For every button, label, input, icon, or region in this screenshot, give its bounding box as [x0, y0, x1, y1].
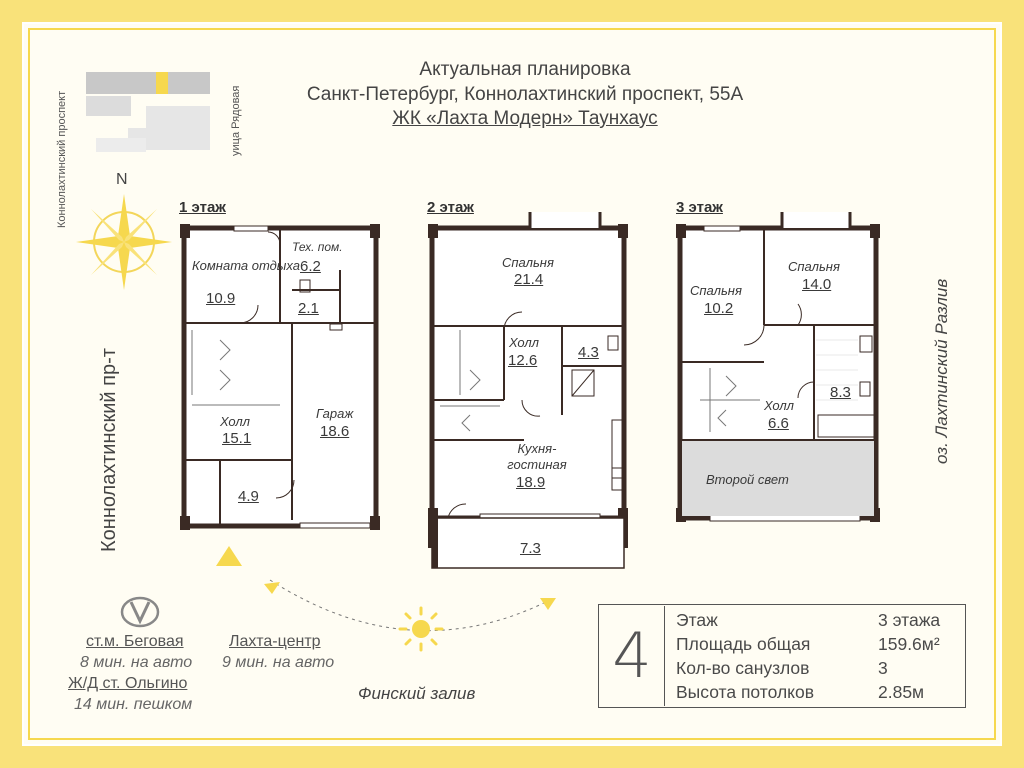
- f1-room-tech-area: 6.2: [300, 258, 321, 275]
- f1-room-tech-name: Тех. пом.: [292, 240, 343, 254]
- f3-room-bath-area: 8.3: [830, 384, 851, 401]
- f3-room-bedroom-large-area: 14.0: [802, 276, 832, 293]
- floor-3-plan: [676, 212, 880, 522]
- f2-room-kitchen-name: Кухня-гостиная: [507, 441, 567, 472]
- f1-room-vestibule-area: 4.9: [238, 488, 259, 505]
- f3-second-light-label: Второй свет: [706, 472, 789, 487]
- f1-room-garage-area: 18.6: [320, 423, 350, 440]
- f2-room-bath-area: 4.3: [578, 344, 599, 361]
- floor-2-label: 2 этаж: [427, 199, 474, 216]
- f1-room-lounge-name: Комната отдыха: [192, 258, 300, 273]
- gulf-label: Финский залив: [358, 684, 476, 703]
- lakhta-center-time: 9 мин. на авто: [222, 654, 335, 671]
- sun-path-arc: [264, 579, 556, 632]
- f2-room-balcony-area: 7.3: [520, 540, 541, 557]
- rail-station-link[interactable]: Ж/Д ст. Ольгино: [68, 675, 188, 692]
- header-address: Санкт-Петербург, Коннолахтинский проспек…: [306, 84, 744, 105]
- f1-room-hall-area: 15.1: [222, 430, 252, 447]
- f1-room-lounge-area: 10.9: [206, 290, 236, 307]
- f3-room-hall-name: Холл: [764, 398, 794, 413]
- lakhta-center-link[interactable]: Лахта-центр: [229, 633, 321, 650]
- sun-icon: [398, 606, 444, 652]
- f1-room-garage-name: Гараж: [316, 406, 354, 421]
- info-label-ceiling: Высота потолков: [676, 682, 815, 702]
- f2-room-hall-area: 12.6: [508, 352, 538, 369]
- lake-label: оз. Лахтинский Разлив: [932, 278, 951, 464]
- info-label-floors: Этаж: [676, 610, 718, 630]
- floor-3-label: 3 этаж: [676, 199, 723, 216]
- frame-border: [28, 28, 996, 740]
- location-minimap: [58, 48, 248, 178]
- compass-rose-icon: [76, 194, 172, 290]
- info-value-ceiling: 2.85м: [878, 682, 925, 702]
- header-complex: ЖК «Лахта Модерн» Таунхаус: [392, 108, 658, 129]
- metro-station-link[interactable]: ст.м. Беговая: [86, 633, 184, 650]
- f2-room-kitchen-area: 18.9: [516, 474, 546, 491]
- compass-north-label: N: [116, 171, 128, 188]
- f1-room-hall-name: Холл: [220, 414, 250, 429]
- floor-2-plan: [428, 212, 628, 569]
- info-box: [598, 604, 966, 708]
- floor-1-label: 1 этаж: [179, 199, 226, 216]
- rooms-count: 4: [600, 606, 665, 706]
- info-value-bathrooms: 3: [878, 658, 888, 678]
- f3-room-bedroom-large-name: Спальня: [788, 259, 840, 274]
- info-value-floors: 3 этажа: [878, 610, 941, 630]
- rail-station-time: 14 мин. пешком: [74, 696, 193, 713]
- info-label-bathrooms: Кол-во санузлов: [676, 658, 810, 678]
- floor-1-plan: [180, 224, 380, 530]
- entrance-marker-icon: [216, 546, 242, 566]
- metro-icon: [120, 596, 160, 628]
- f2-room-bedroom-area: 21.4: [514, 271, 544, 288]
- info-label-area: Площадь общая: [676, 634, 811, 654]
- header-title: Актуальная планировка: [419, 59, 631, 80]
- main-street-label: Коннолахтинский пр-т: [98, 348, 120, 552]
- f2-room-bedroom-name: Спальня: [502, 255, 554, 270]
- metro-station-time: 8 мин. на авто: [80, 654, 193, 671]
- minimap-street-right: уица Рядовая: [230, 85, 242, 156]
- f3-room-hall-area: 6.6: [768, 415, 789, 432]
- info-value-area: 159.6м²: [878, 634, 940, 654]
- f1-room-wc-area: 2.1: [298, 300, 319, 317]
- f2-room-hall-name: Холл: [509, 335, 539, 350]
- minimap-street-left: Коннолахтинский проспект: [56, 90, 68, 228]
- floor-plans: [180, 212, 880, 569]
- f3-room-bedroom-small-name: Спальня: [690, 283, 742, 298]
- f3-room-bedroom-small-area: 10.2: [704, 300, 734, 317]
